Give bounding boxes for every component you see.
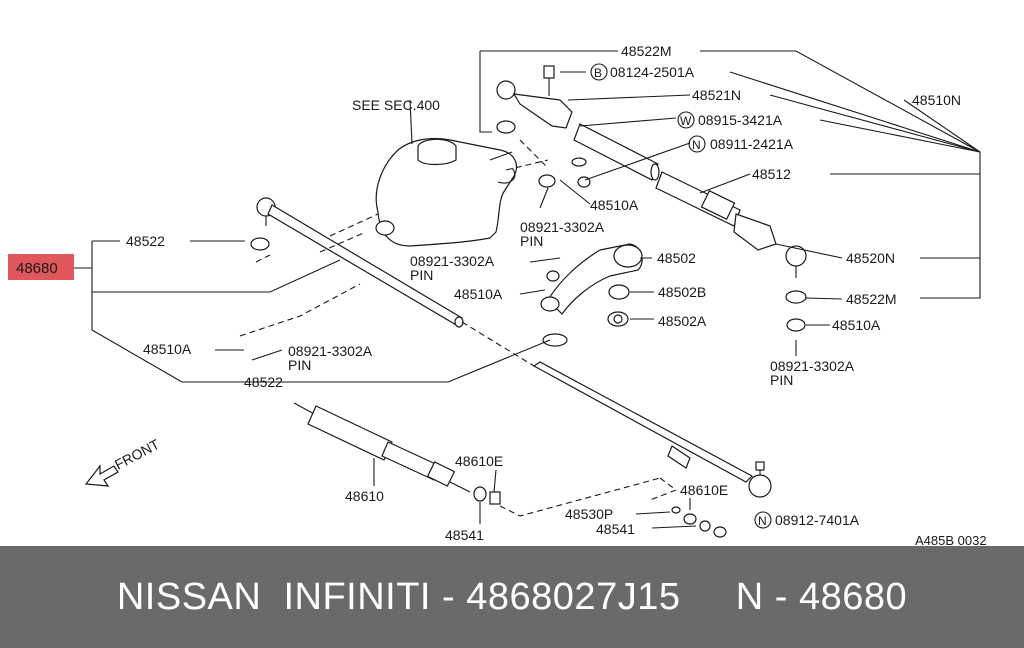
badge-n-top: N (692, 138, 701, 152)
label-48502b: 48502B (658, 284, 706, 300)
label-48680: 48680 (16, 260, 58, 277)
label-08921-3302a-right: 08921-3302A (770, 358, 855, 374)
label-pin-right: PIN (770, 372, 793, 388)
label-48610e-a: 48610E (455, 453, 503, 469)
front-arrow-icon (84, 464, 119, 487)
pitman-arm (540, 243, 643, 347)
label-pin-top: PIN (520, 233, 543, 249)
label-08921-3302a-mid: 08921-3302A (410, 253, 495, 269)
label-08915-3421a: 08915-3421A (698, 112, 783, 128)
label-48502: 48502 (657, 250, 696, 266)
badge-n-bottom: N (758, 514, 767, 528)
label-48522m-right: 48522M (846, 291, 897, 307)
label-48502a: 48502A (658, 313, 707, 329)
badge-w: W (680, 114, 692, 128)
label-08921-3302a-top: 08921-3302A (520, 219, 605, 235)
label-48610e-b: 48610E (680, 482, 728, 498)
label-48510a-right: 48510A (832, 317, 881, 333)
label-08912-7401a: 08912-7401A (775, 512, 860, 528)
label-48521n: 48521N (692, 87, 741, 103)
highlight-box (8, 254, 74, 280)
footer-part-number: NISSAN INFINITI - 4868027J15 N - 48680 (116, 575, 908, 618)
label-48541-a: 48541 (445, 527, 484, 543)
badge-b: B (594, 66, 602, 80)
label-48510a-mid: 48510A (454, 286, 503, 302)
label-48610: 48610 (345, 488, 384, 504)
label-code: A485B 0032 (915, 533, 987, 546)
label-48522-bottom: 48522 (244, 374, 283, 390)
label-48530p: 48530P (565, 506, 613, 522)
label-48541-b: 48541 (596, 521, 635, 537)
label-pin-left: PIN (288, 357, 311, 373)
label-front: FRONT (112, 436, 162, 473)
label-08911-2421a: 08911-2421A (710, 136, 794, 152)
steering-linkage-diagram: SEE SEC.400 (8, 43, 987, 546)
label-48522-left: 48522 (126, 233, 165, 249)
label-48510a-top: 48510A (590, 197, 639, 213)
label-48510n: 48510N (912, 92, 961, 108)
label-08124-2501a: 08124-2501A (610, 64, 695, 80)
label-see-sec-400: SEE SEC.400 (352, 97, 440, 113)
leader-lines (74, 50, 981, 529)
label-pin-mid: PIN (410, 267, 433, 283)
label-48512: 48512 (752, 166, 791, 182)
footer-banner: NISSAN INFINITI - 4868027J15 N - 48680 (0, 546, 1024, 648)
label-08921-3302a-left: 08921-3302A (288, 343, 373, 359)
cross-rod (461, 321, 772, 498)
label-48522m-top: 48522M (621, 43, 672, 59)
left-tie-rod (250, 197, 464, 328)
steering-gear-housing (375, 99, 518, 247)
label-48520n: 48520N (846, 250, 895, 266)
steering-damper (293, 402, 727, 538)
label-48510a-left: 48510A (143, 341, 192, 357)
right-tie-rod-assembly (496, 65, 807, 332)
